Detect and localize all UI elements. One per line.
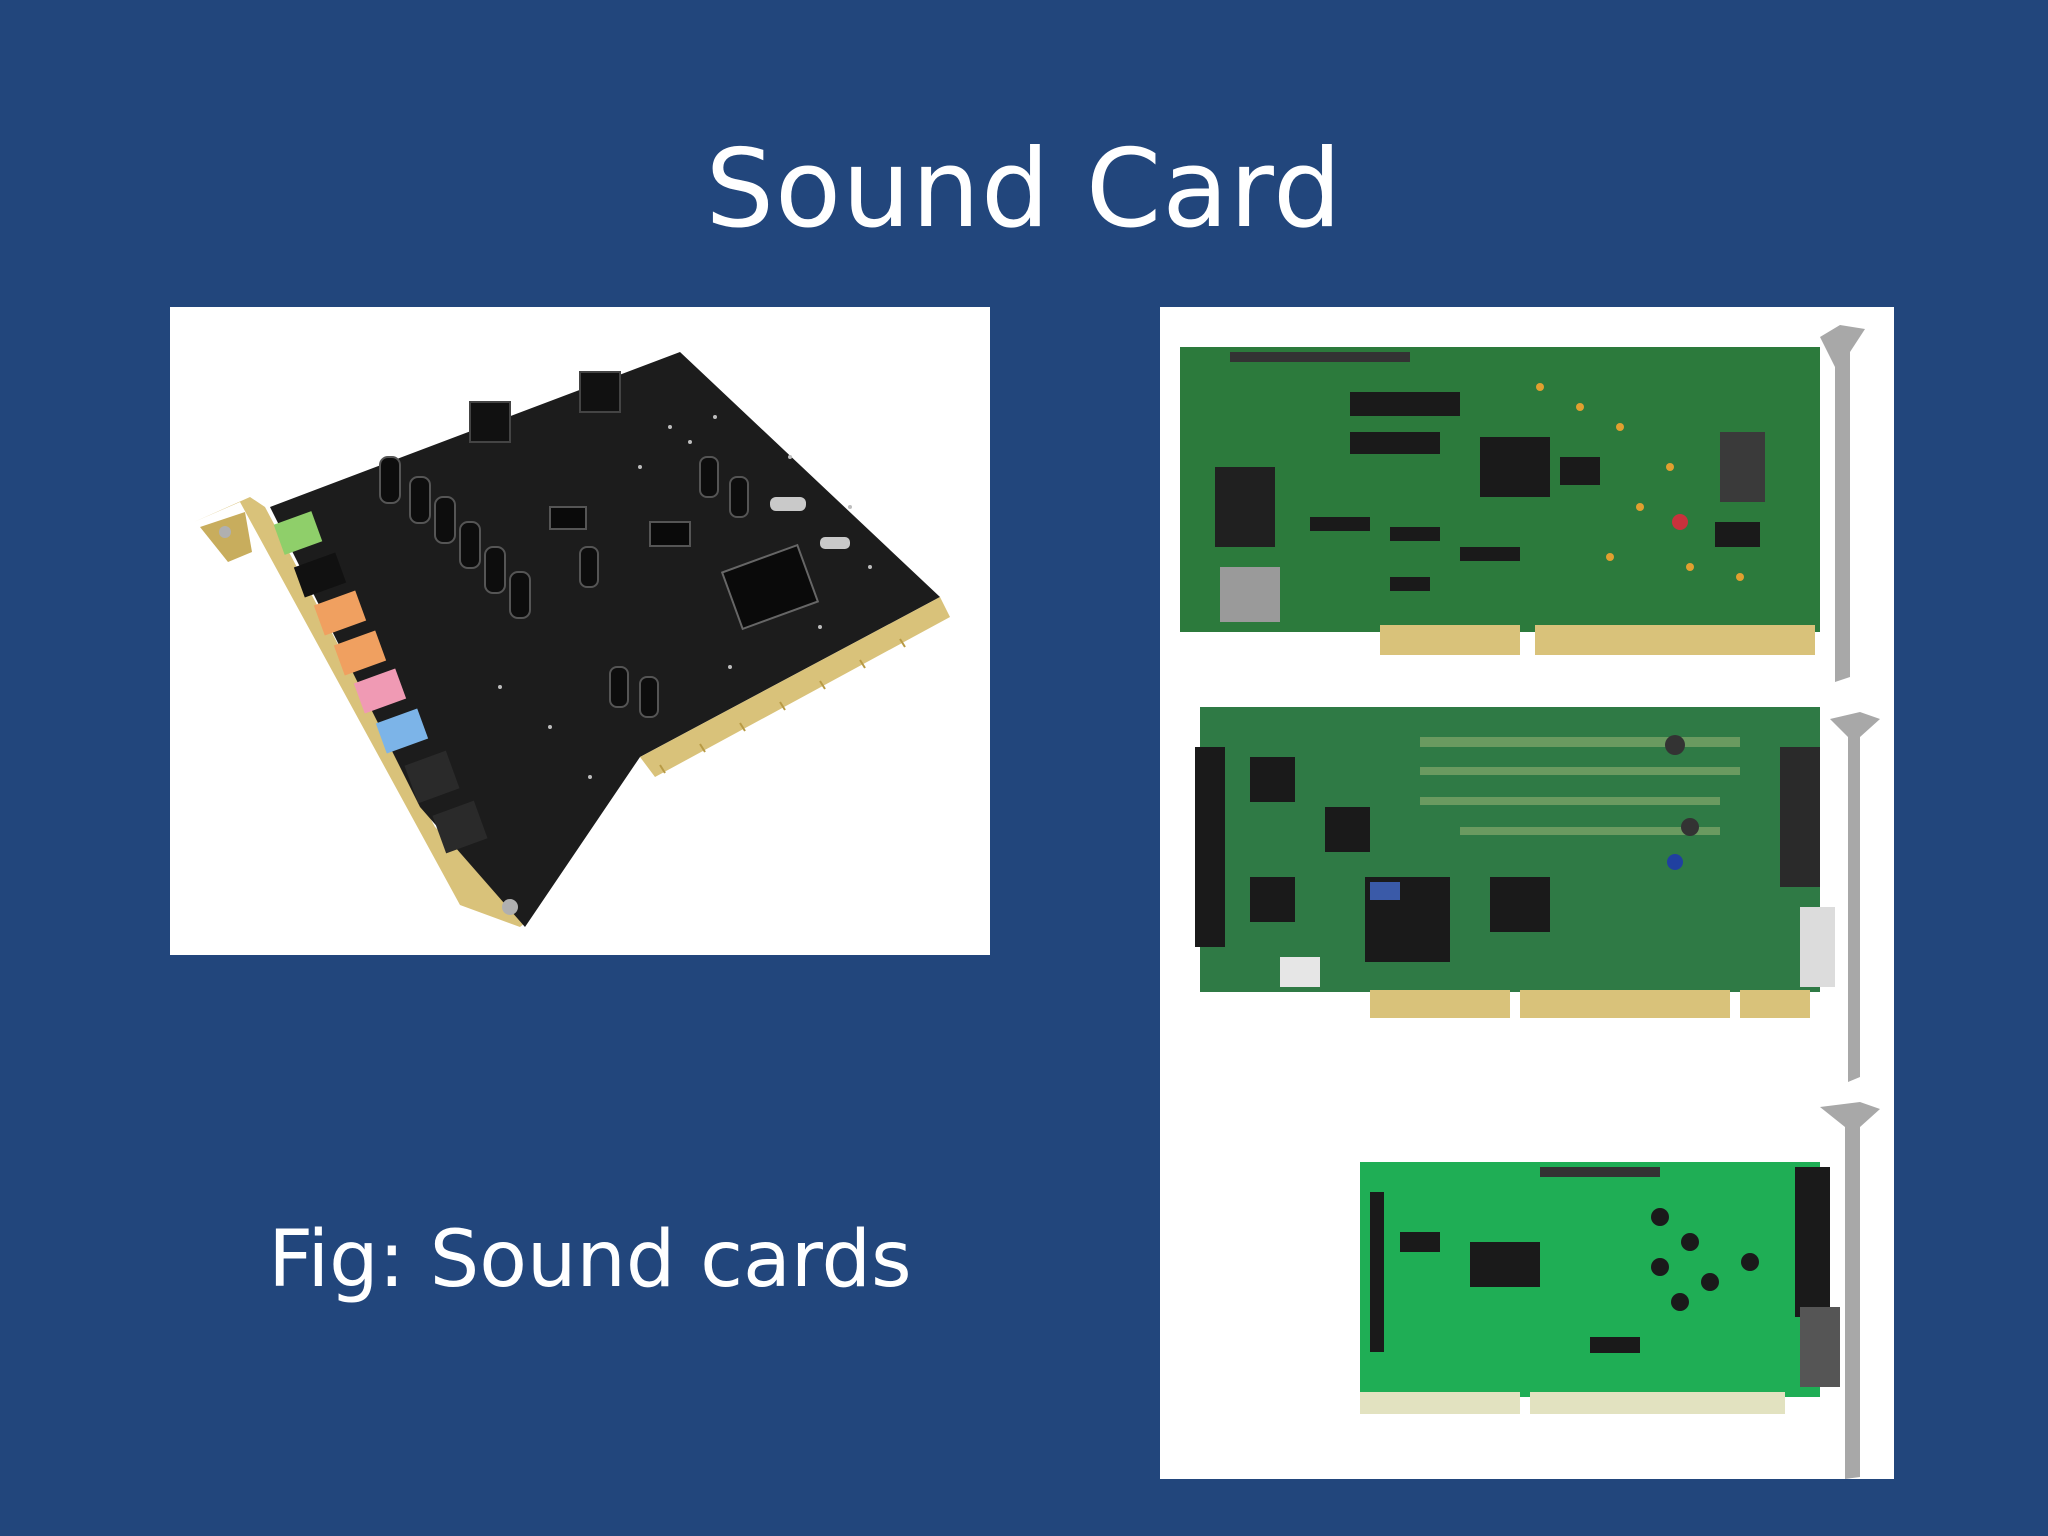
left-sound-card-photo [170, 307, 990, 955]
right-sound-cards-photo [1160, 307, 1894, 1479]
isa-card-1 [1180, 325, 1865, 682]
pci-card-illustration [170, 307, 990, 955]
isa-card-2 [1195, 707, 1880, 1082]
figure-caption: Fig: Sound cards [268, 1215, 912, 1305]
slide-title: Sound Card [705, 127, 1343, 252]
isa-cards-illustration [1160, 307, 1894, 1479]
isa-card-3 [1360, 1102, 1880, 1479]
